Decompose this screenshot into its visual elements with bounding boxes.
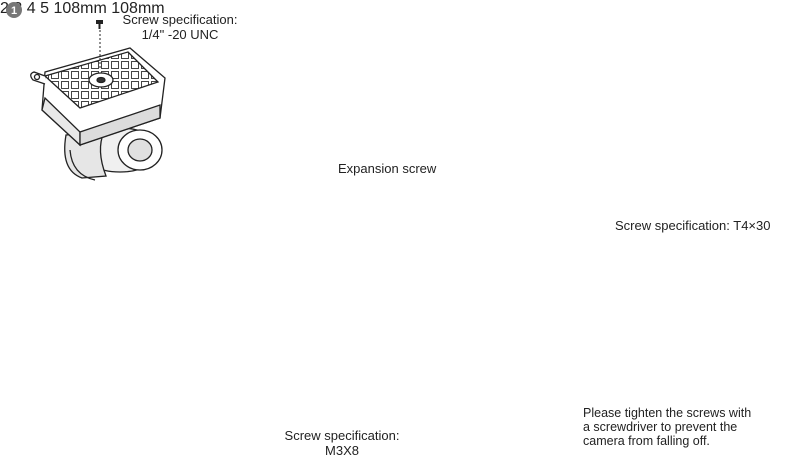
step-1-badge: 1 xyxy=(6,2,22,18)
tighten-note-line1: Please tighten the screws with xyxy=(583,406,752,420)
dimension-label-b: 108mm xyxy=(111,0,165,17)
screw-spec-step5-line2: M3X8 xyxy=(325,443,359,458)
screw-spec-step3: Screw specification: T4×30 xyxy=(615,218,771,233)
dimension-label-a: 108mm xyxy=(53,0,107,17)
tighten-note-line3: camera from falling off. xyxy=(583,434,710,448)
step-5-badge: 5 xyxy=(40,0,49,17)
screw-spec-step1-line1: Screw specification: xyxy=(122,12,238,27)
screw-spec-step5-line1: Screw specification: xyxy=(284,428,400,443)
screw-spec-step5: Screw specification: M3X8 xyxy=(272,428,412,458)
expansion-screw-label: Expansion screw xyxy=(338,161,437,176)
svg-text:1: 1 xyxy=(11,5,17,17)
tighten-note: Please tighten the screws with a screwdr… xyxy=(583,406,751,448)
step-2-badge: 2 xyxy=(0,0,9,17)
screw-spec-step1-line2: 1/4" -20 UNC xyxy=(141,27,219,42)
camera-icon xyxy=(30,47,166,181)
step-4-badge: 4 xyxy=(26,0,36,17)
screw-spec-step1: Screw specification: 1/4" -20 UNC xyxy=(115,12,245,42)
tighten-note-line2: a screwdriver to prevent the xyxy=(583,420,738,434)
screw-icon xyxy=(96,20,103,70)
